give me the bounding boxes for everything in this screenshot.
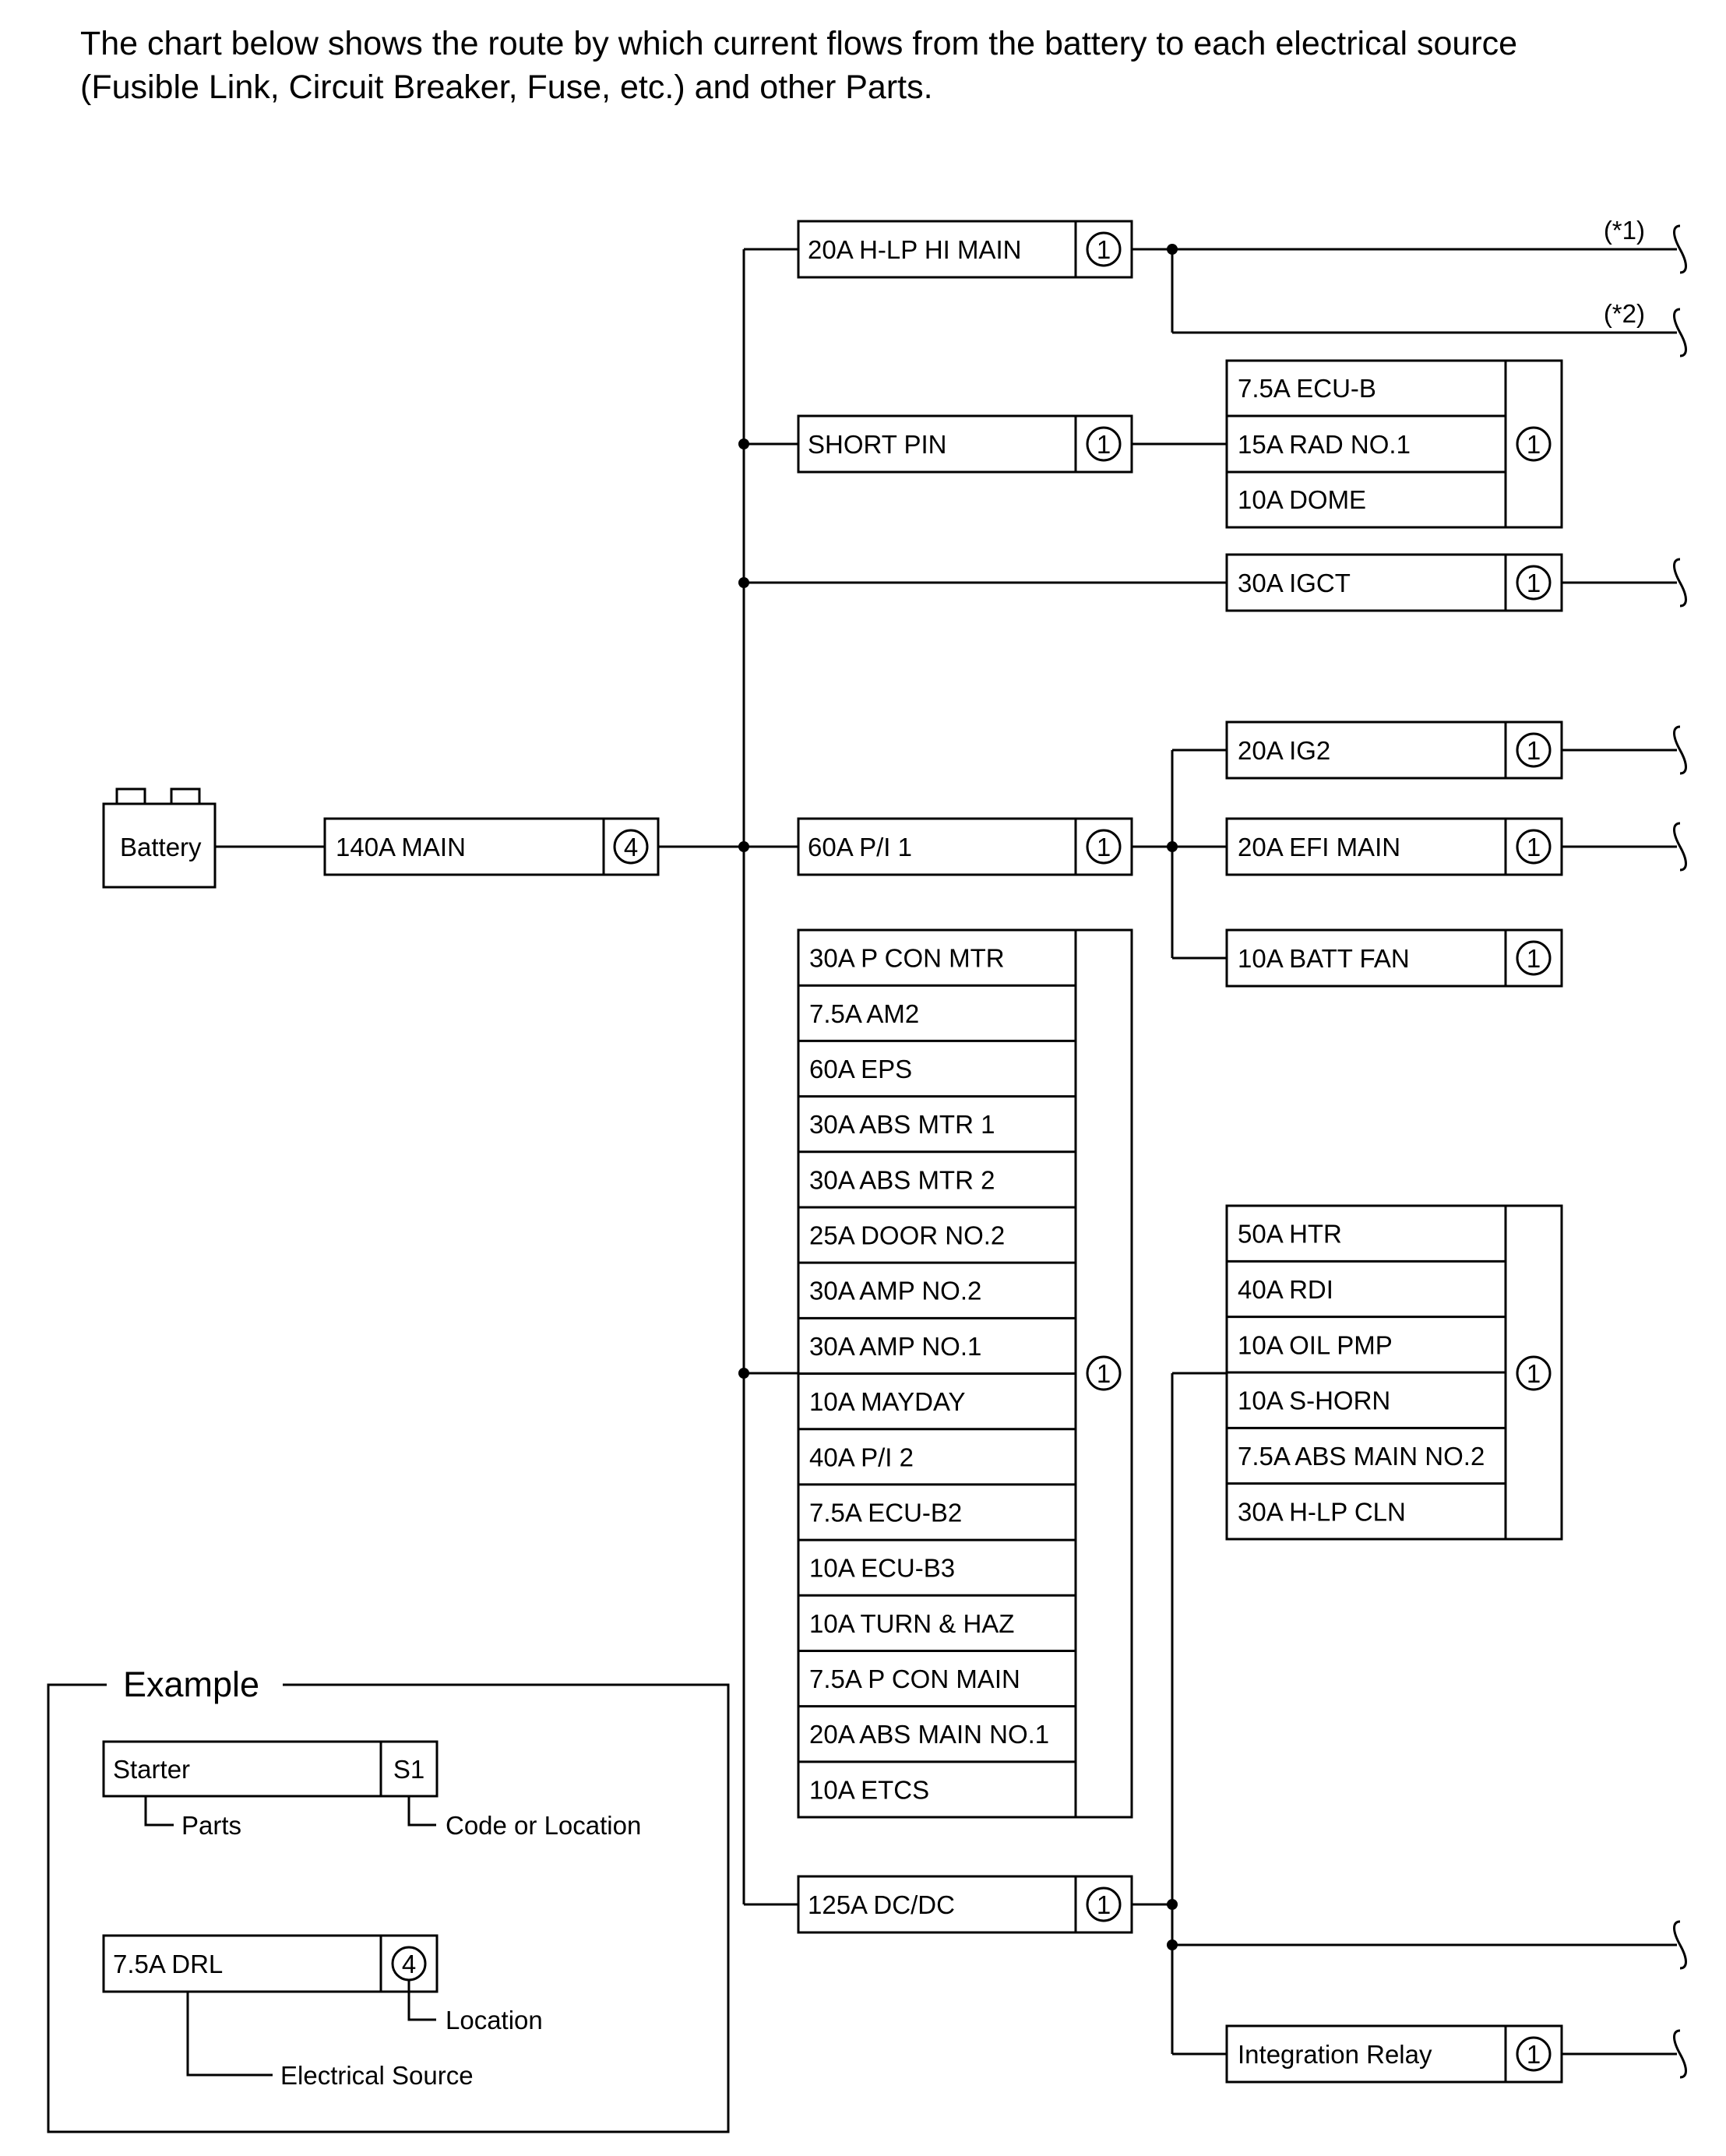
htr-group-item: 7.5A ABS MAIN NO.2 <box>1238 1442 1485 1471</box>
htr-group-item: 50A HTR <box>1238 1220 1342 1249</box>
wires <box>216 248 1677 2056</box>
continuation-marks <box>1673 224 1687 2079</box>
example-code-or-location-label: Code or Location <box>446 1811 641 1840</box>
efi-main-code: 1 <box>1527 833 1541 861</box>
hlp-hi-main-code: 1 <box>1097 235 1111 264</box>
short-pin-label: SHORT PIN <box>808 430 947 459</box>
short-pin-box <box>797 414 1133 474</box>
main-group-item: 30A P CON MTR <box>809 944 1005 973</box>
main-group-item: 25A DOOR NO.2 <box>809 1221 1005 1250</box>
ig2-code: 1 <box>1527 736 1541 765</box>
fuse-125a-dcdc <box>797 1875 1133 1934</box>
example-location-label: Location <box>446 2006 543 2034</box>
main-group-item: 7.5A ECU-B2 <box>809 1498 962 1527</box>
main-group-item: 10A MAYDAY <box>809 1387 966 1416</box>
igct-label: 30A IGCT <box>1238 569 1351 597</box>
intro-line-1: The chart below shows the route by which… <box>80 25 1518 62</box>
dcdc-code: 1 <box>1097 1890 1111 1919</box>
integration-relay-code: 1 <box>1527 2040 1541 2069</box>
htr-group-item: 40A RDI <box>1238 1275 1333 1304</box>
main-group-item: 10A TURN & HAZ <box>809 1609 1014 1638</box>
junction-dots <box>738 244 1178 1950</box>
hlp-hi-main-label: 20A H-LP HI MAIN <box>808 235 1022 264</box>
main-fuse-code: 4 <box>624 833 638 861</box>
pi1-code: 1 <box>1097 833 1111 861</box>
main-group-item: 10A ECU-B3 <box>809 1554 955 1583</box>
htr-group-item: 10A OIL PMP <box>1238 1330 1393 1359</box>
short-pin-group-item: 15A RAD NO.1 <box>1238 430 1411 459</box>
example-parts-label: Parts <box>181 1811 241 1840</box>
fuse-10a-batt-fan <box>1225 928 1563 988</box>
short-pin-group-item: 10A DOME <box>1238 485 1366 514</box>
main-group-code: 1 <box>1097 1359 1111 1388</box>
short-pin-fuse-group <box>1225 359 1563 529</box>
battery <box>102 787 217 889</box>
fuse-30a-igct <box>1225 553 1563 612</box>
integration-relay-label: Integration Relay <box>1238 2040 1432 2069</box>
dcdc-label: 125A DC/DC <box>808 1890 955 1919</box>
htr-group-labels: 50A HTR 40A RDI 10A OIL PMP 10A S-HORN 7.5A … <box>1238 1220 1485 1527</box>
note-1: (*1) <box>1604 216 1645 245</box>
ig2-label: 20A IG2 <box>1238 736 1330 765</box>
example-electrical-source-label: Electrical Source <box>280 2061 474 2090</box>
integration-relay-box <box>1225 2024 1563 2084</box>
main-group-item: 30A ABS MTR 2 <box>809 1165 995 1194</box>
main-group-item: 10A ETCS <box>809 1775 929 1804</box>
example-drl-label: 7.5A DRL <box>113 1950 223 1978</box>
efi-main-label: 20A EFI MAIN <box>1238 833 1400 861</box>
fuse-140a-main <box>323 817 660 876</box>
batt-fan-code: 1 <box>1527 944 1541 973</box>
main-fuse-group <box>797 928 1133 1819</box>
intro-text: The chart below shows the route by which… <box>80 22 1700 109</box>
batt-fan-label: 10A BATT FAN <box>1238 944 1410 973</box>
battery-label: Battery <box>120 833 202 861</box>
htr-group-code: 1 <box>1527 1359 1541 1388</box>
fuse-20a-efi-main <box>1225 817 1563 876</box>
fuse-60a-pi1 <box>797 817 1133 876</box>
main-group-item: 7.5A AM2 <box>809 999 919 1028</box>
example-drl-code: 4 <box>402 1950 416 1978</box>
main-group-item: 7.5A P CON MAIN <box>809 1665 1020 1693</box>
main-group-item: 40A P/I 2 <box>809 1443 914 1471</box>
fuse-20a-ig2 <box>1225 720 1563 780</box>
htr-group-item: 30A H-LP CLN <box>1238 1497 1406 1526</box>
htr-fuse-group <box>1225 1204 1563 1541</box>
example-starter-label: Starter <box>113 1755 190 1784</box>
short-pin-group-item: 7.5A ECU-B <box>1238 374 1376 403</box>
main-group-item: 30A ABS MTR 1 <box>809 1110 995 1139</box>
main-group-item: 30A AMP NO.2 <box>809 1277 981 1305</box>
pi1-label: 60A P/I 1 <box>808 833 912 861</box>
short-pin-code: 1 <box>1097 430 1111 459</box>
main-fuse-label: 140A MAIN <box>336 833 466 861</box>
note-2: (*2) <box>1604 299 1645 328</box>
htr-group-item: 10A S-HORN <box>1238 1386 1390 1415</box>
short-pin-group-code: 1 <box>1527 430 1541 459</box>
intro-line-2: (Fusible Link, Circuit Breaker, Fuse, et… <box>80 69 933 106</box>
example-title: Example <box>123 1665 259 1704</box>
main-group-item: 20A ABS MAIN NO.1 <box>809 1720 1049 1749</box>
main-group-labels: 30A P CON MTR 7.5A AM2 60A EPS 30A ABS MTR … <box>809 944 1049 1805</box>
main-group-item: 30A AMP NO.1 <box>809 1332 981 1361</box>
example-starter-code: S1 <box>393 1755 424 1784</box>
example-legend <box>47 1683 730 2133</box>
igct-code: 1 <box>1527 569 1541 597</box>
main-group-item: 60A EPS <box>809 1055 912 1083</box>
fuse-20a-hlp-hi-main <box>797 220 1133 279</box>
